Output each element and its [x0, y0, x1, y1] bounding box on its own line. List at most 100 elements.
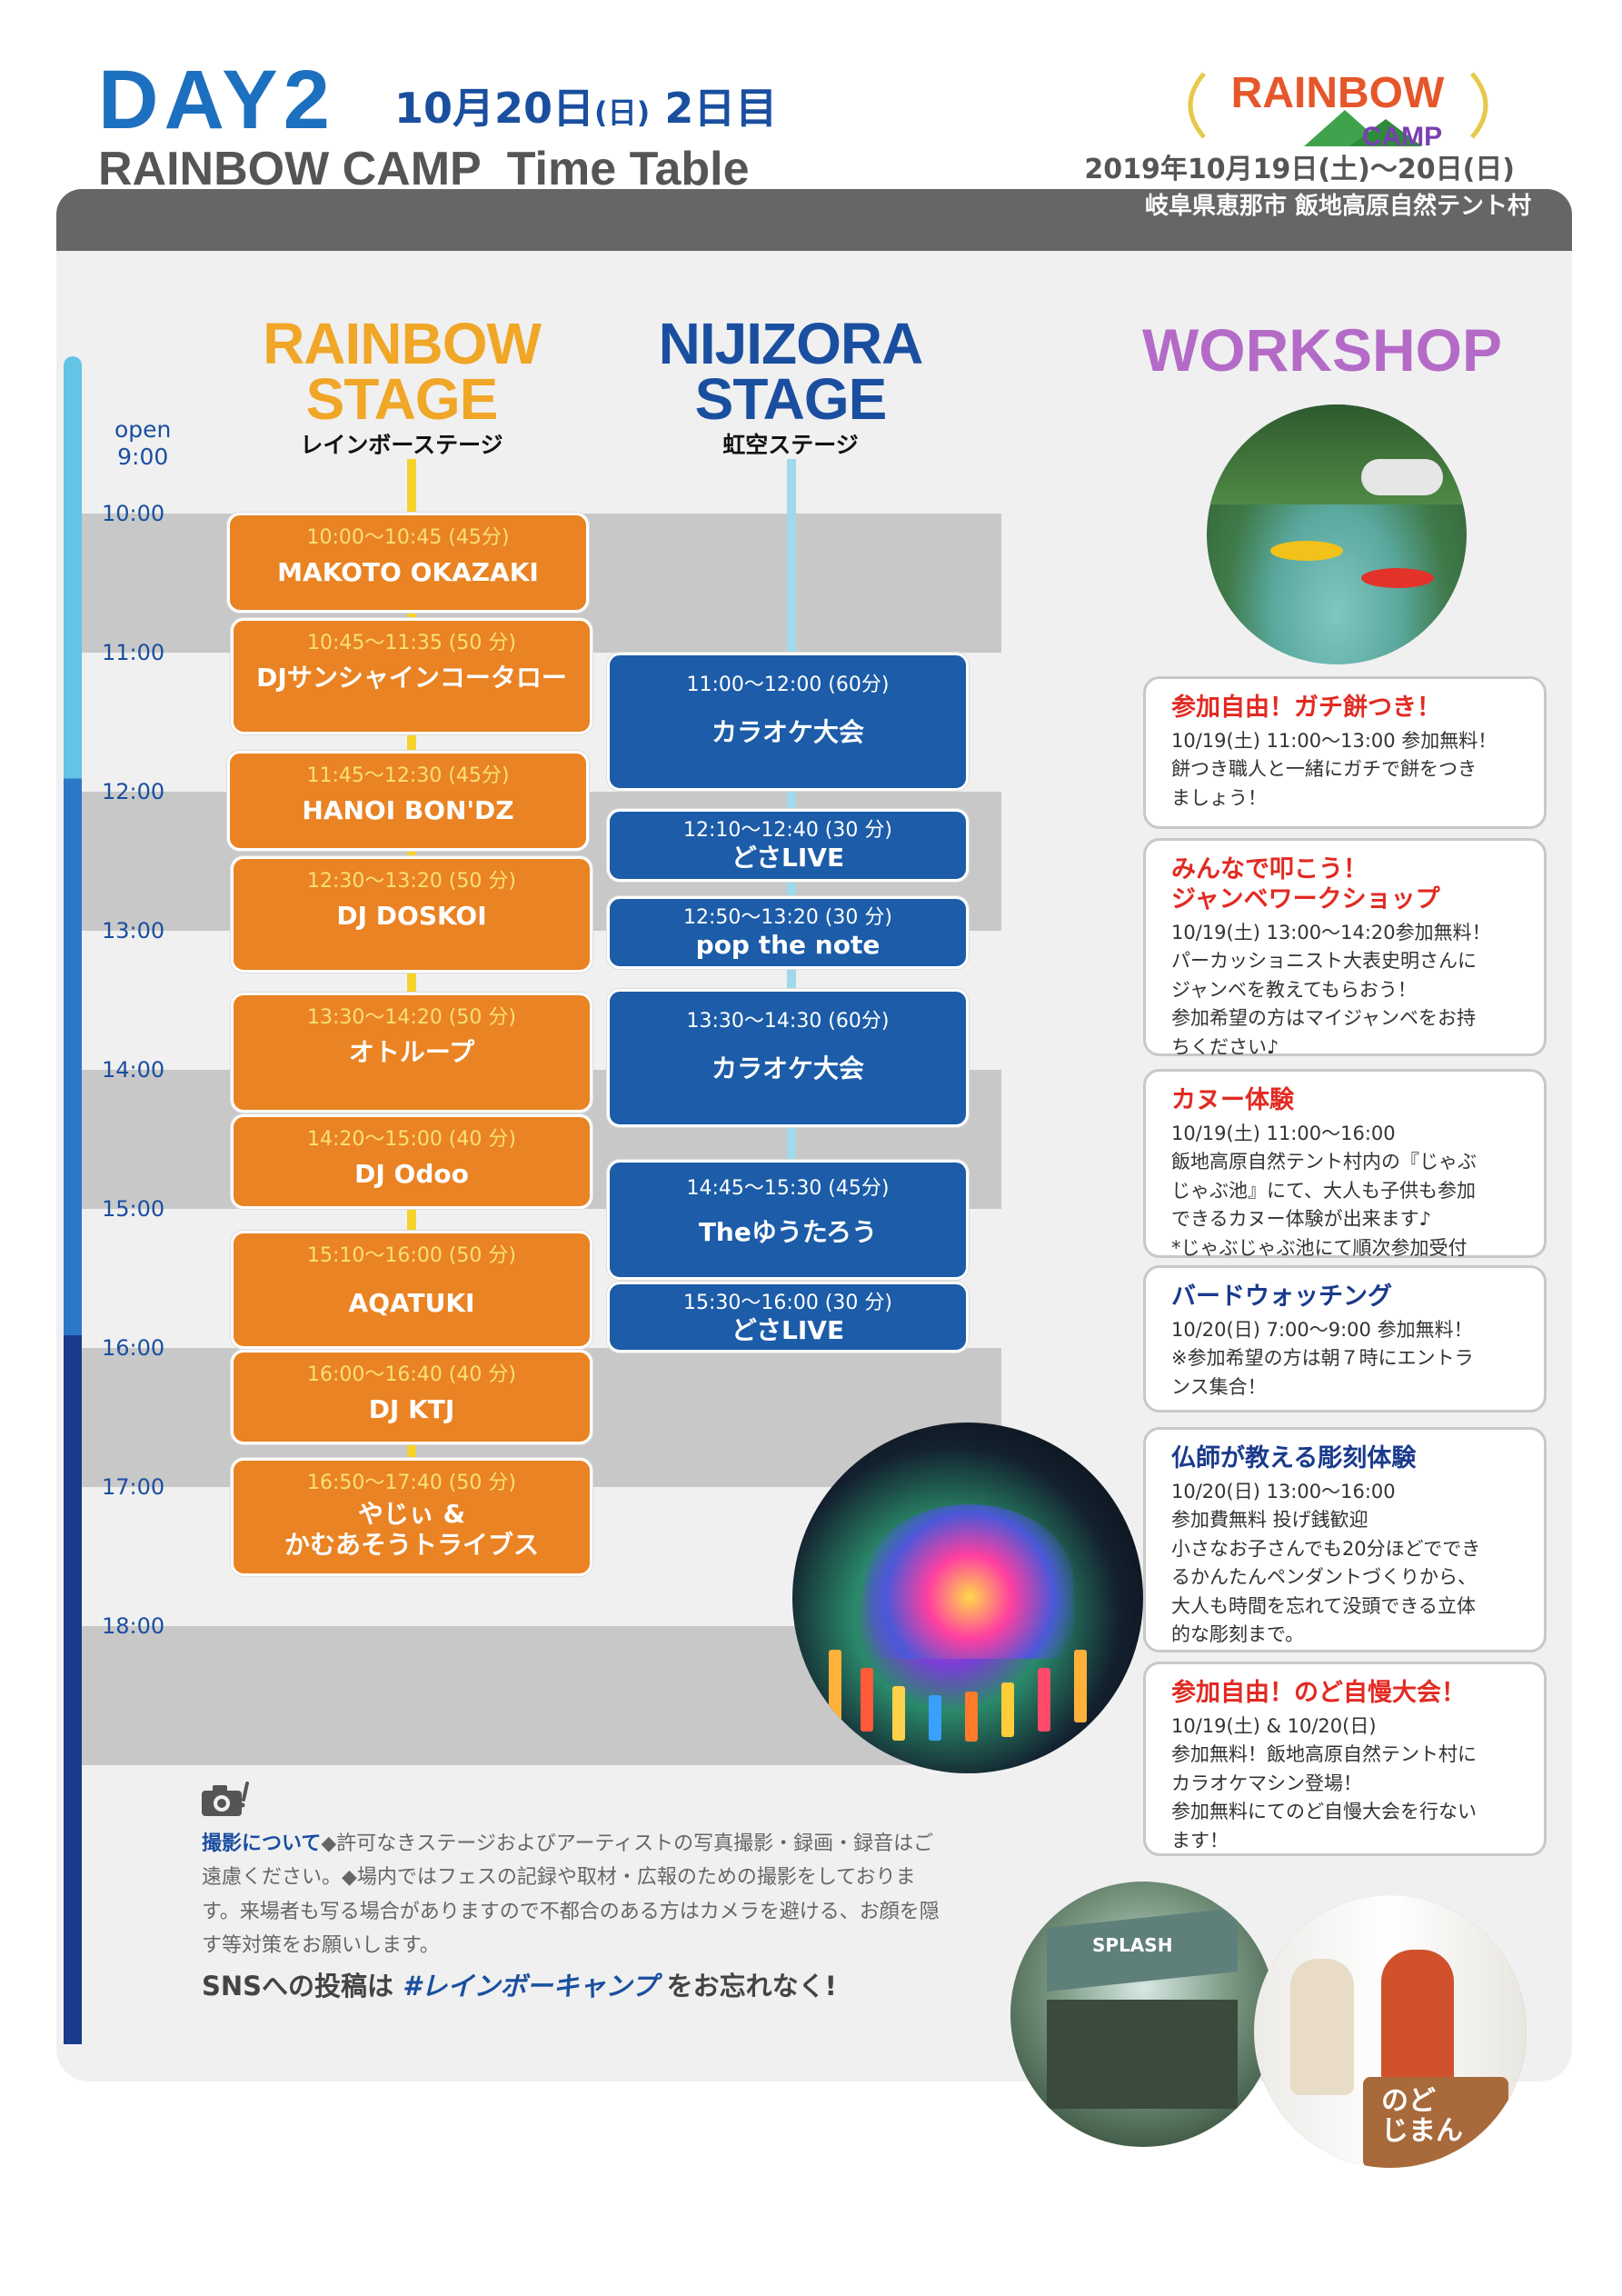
slot-time: 10:45〜11:35 (50 分): [307, 632, 516, 654]
slot-artist: カラオケ大会: [711, 1053, 864, 1083]
slot-artist: やじぃ & かむあそうトライブス: [284, 1499, 539, 1560]
time-label: 12:00: [102, 779, 165, 804]
card-body: 10/19(土) 11:00〜16:00 飯地高原自然テント村内の『じゃぶ じゃ…: [1171, 1122, 1477, 1259]
slot-time: 14:20〜15:00 (40 分): [307, 1128, 516, 1151]
time-label: 15:00: [102, 1196, 165, 1222]
slot-artist: DJサンシャインコータロー: [256, 663, 567, 693]
rainbow-slot: 12:30〜13:20 (50 分) DJ DOSKOI: [231, 856, 592, 973]
slot-artist: MAKOTO OKAZAKI: [277, 557, 539, 587]
lantern: [829, 1650, 841, 1722]
slot-artist: AQATUKI: [348, 1288, 475, 1318]
day-date: 10月20日(日) 2日目: [394, 87, 777, 129]
card-body: 10/19(土) & 10/20(日) 参加無料！飯地高原自然テント村に カラオ…: [1171, 1714, 1477, 1852]
time-label: 16:00: [102, 1335, 165, 1361]
rainbow-camp-logo: RAINBOW CAMP: [1188, 69, 1488, 151]
time-label: 14:00: [102, 1057, 165, 1083]
lantern: [1074, 1650, 1087, 1722]
time-label: 17:00: [102, 1474, 165, 1500]
nijizora-slot: 12:50〜13:20 (30 分) pop the note: [607, 896, 969, 969]
nijizora-slot: 15:30〜16:00 (30 分) どさLIVE: [607, 1282, 969, 1353]
event-dates: 2019年10月19日(土)〜20日(日): [1084, 154, 1515, 185]
slot-artist: pop the note: [695, 930, 881, 960]
card-title: みんなで叩こう！ ジャンベワークショップ: [1171, 855, 1440, 913]
dome-lights: [865, 1504, 1074, 1659]
slot-artist: HANOI BON'DZ: [302, 795, 514, 825]
nijizora-title-line2: STAGE: [694, 365, 888, 432]
header-bar: [56, 189, 1572, 251]
sign-board: [1363, 2077, 1508, 2168]
stall-front: [1047, 2000, 1238, 2109]
rainbow-stage-title: RAINBOW STAGE: [247, 311, 556, 432]
workshop-card: みんなで叩こう！ ジャンベワークショップ 10/19(土) 13:00〜14:2…: [1143, 838, 1547, 1058]
rainbow-title-line1: RAINBOW: [263, 311, 542, 376]
card-title: カヌー体験: [1171, 1086, 1294, 1114]
date-weekday: (日): [594, 95, 651, 130]
nijizora-stage-title: NIJIZORA STAGE: [636, 314, 945, 432]
nijizora-slot: 12:10〜12:40 (30 分) どさLIVE: [607, 809, 969, 882]
lantern: [861, 1668, 873, 1732]
card-title: バードウォッチング: [1171, 1283, 1392, 1311]
sns-after: をお忘れなく!: [666, 1971, 837, 2002]
canoe-photo: [1207, 404, 1467, 664]
slot-time: 13:30〜14:30 (60分): [686, 1010, 890, 1033]
rainbow-slot: 15:10〜16:00 (50 分) AQATUKI: [231, 1231, 592, 1349]
kayak-yellow: [1270, 541, 1343, 561]
logo-top-text: RAINBOW: [1231, 69, 1445, 117]
market-photo: SPLASH: [1010, 1882, 1276, 2147]
slot-time: 14:45〜15:30 (45分): [686, 1177, 890, 1200]
workshop-card: 仏師が教える彫刻体験 10/20(日) 13:00〜16:00 参加費無料 投げ…: [1143, 1427, 1547, 1652]
slot-artist: DJ Odoo: [354, 1159, 469, 1189]
slot-artist: どさLIVE: [731, 1315, 845, 1345]
lantern: [1038, 1668, 1050, 1732]
rainbow-slot: 16:50〜17:40 (50 分) やじぃ & かむあそうトライブス: [231, 1458, 592, 1576]
card-title: 参加自由！ガチ餅つき！: [1171, 694, 1441, 722]
sns-note: SNSへの投稿は #レインボーキャンプ をお忘れなく!: [202, 1971, 947, 2002]
time-label: 18:00: [102, 1613, 165, 1639]
card-body: 10/20(日) 13:00〜16:00 参加費無料 投げ銭歓迎 小さなお子さん…: [1171, 1480, 1481, 1646]
workshop-card: 参加自由！のど自慢大会！ 10/19(土) & 10/20(日) 参加無料！飯地…: [1143, 1662, 1547, 1856]
slot-time: 16:50〜17:40 (50 分): [307, 1472, 516, 1494]
slot-time: 12:50〜13:20 (30 分): [683, 906, 892, 929]
karaoke-photo: のど じまん: [1254, 1895, 1527, 2168]
market-sign: SPLASH: [1092, 1934, 1173, 1956]
slot-artist: オトループ: [348, 1037, 475, 1067]
time-axis-bar: [64, 356, 82, 2044]
rainbow-slot: 10:00〜10:45 (45分) MAKOTO OKAZAKI: [227, 513, 589, 613]
card-body: 10/20(日) 7:00〜9:00 参加無料！ ※参加希望の方は朝７時にエント…: [1171, 1318, 1474, 1398]
rainbow-slot: 16:00〜16:40 (40 分) DJ KTJ: [231, 1350, 592, 1444]
open-label: open: [114, 416, 172, 443]
photography-note: 撮影について◆許可なきステージおよびアーティストの写真撮影・録画・録音はご遠慮く…: [202, 1827, 947, 1963]
photo-note-head: 撮影について: [202, 1832, 322, 1855]
venue-label: 岐阜県恵那市 飯地高原自然テント村: [1144, 193, 1531, 220]
workshop-title: WORKSHOP: [1142, 316, 1502, 384]
rainbow-slot: 13:30〜14:20 (50 分) オトループ: [231, 993, 592, 1113]
workshop-card: バードウォッチング 10/20(日) 7:00〜9:00 参加無料！ ※参加希望…: [1143, 1265, 1547, 1413]
sns-hashtag: #レインボーキャンプ: [403, 1971, 658, 2002]
person-left: [1290, 1959, 1354, 2095]
slot-time: 16:00〜16:40 (40 分): [307, 1363, 516, 1386]
photo-note-body: ◆許可なきステージおよびアーティストの写真撮影・録画・録音はご遠慮ください。◆場…: [202, 1832, 940, 1958]
time-label: 13:00: [102, 918, 165, 943]
slot-artist: カラオケ大会: [711, 717, 864, 747]
lantern: [929, 1695, 941, 1741]
lantern: [892, 1686, 905, 1741]
card-body: 10/19(土) 13:00〜14:20参加無料！ パーカッショニスト大表史明さ…: [1171, 921, 1491, 1058]
slide-shape: [1361, 459, 1443, 495]
slot-time: 15:10〜16:00 (50 分): [307, 1244, 516, 1267]
slot-time: 12:30〜13:20 (50 分): [307, 870, 516, 893]
slot-time: 10:00〜10:45 (45分): [306, 526, 510, 549]
card-title: 仏師が教える彫刻体験: [1171, 1444, 1417, 1472]
night-stage-photo: [792, 1423, 1143, 1773]
nijizora-slot: 11:00〜12:00 (60分) カラオケ大会: [607, 653, 969, 791]
workshop-card: カヌー体験 10/19(土) 11:00〜16:00 飯地高原自然テント村内の『…: [1143, 1069, 1547, 1259]
card-title: 参加自由！のど自慢大会！: [1171, 1679, 1466, 1707]
slot-artist: DJ DOSKOI: [336, 901, 487, 931]
rainbow-title-line2: STAGE: [305, 365, 499, 432]
slot-artist: DJ KTJ: [368, 1394, 455, 1424]
rainbow-slot: 11:45〜12:30 (45分) HANOI BON'DZ: [227, 751, 589, 851]
sns-before: SNSへの投稿は: [202, 1971, 394, 2002]
slot-time: 11:00〜12:00 (60分): [686, 674, 890, 696]
lantern: [1001, 1682, 1014, 1737]
slot-time: 11:45〜12:30 (45分): [306, 764, 510, 787]
slot-artist: どさLIVE: [731, 843, 845, 873]
